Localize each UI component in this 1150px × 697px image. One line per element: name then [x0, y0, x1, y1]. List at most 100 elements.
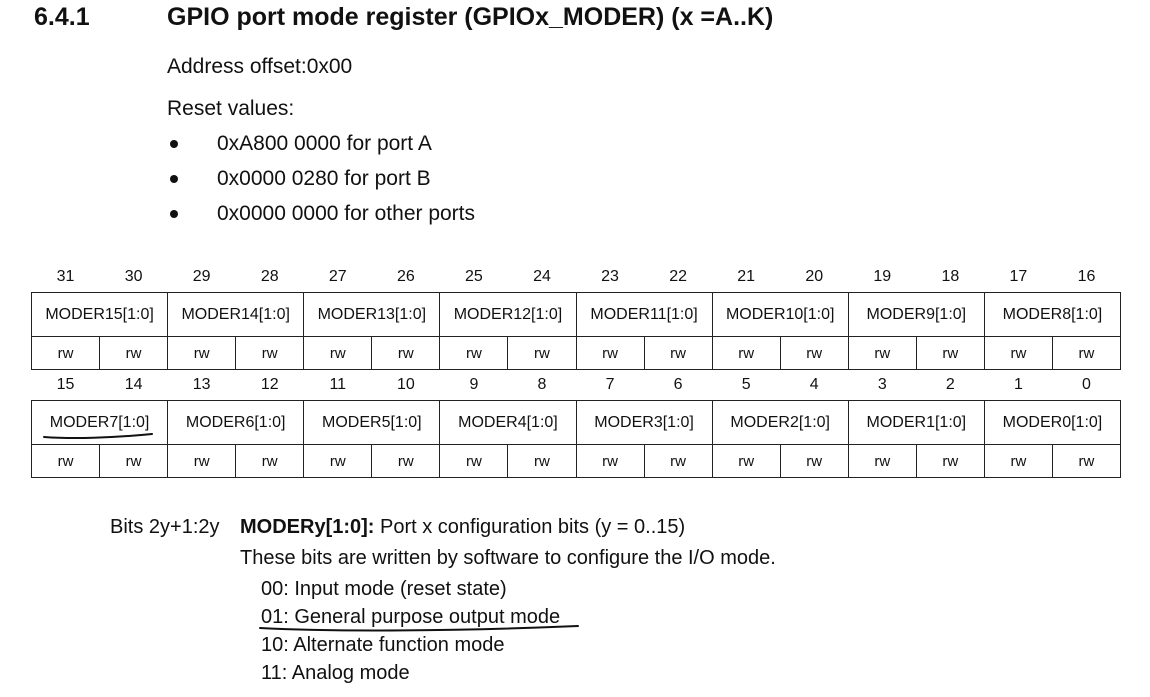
access-cell: rw: [507, 444, 577, 478]
bit-number: 31: [56, 268, 75, 285]
field-cell: MODER4[1:0]: [439, 400, 577, 445]
mode-option: 10: Alternate function mode: [261, 634, 505, 656]
access-cell: rw: [915, 444, 985, 478]
access-cell: rw: [167, 336, 237, 370]
access-row: rw rw rw rw rw rw rw rw rw rw rw rw rw r…: [30, 444, 1122, 478]
access-cell: rw: [99, 444, 169, 478]
access-cell: rw: [643, 336, 713, 370]
bit-number: 18: [941, 268, 960, 285]
section-number: 6.4.1: [34, 3, 90, 31]
access-cell: rw: [1051, 444, 1122, 478]
field-cell: MODER11[1:0]: [575, 292, 713, 337]
access-cell: rw: [235, 336, 305, 370]
bit-number-row: 15 14 13 12 11 10 9 8 7 6 5 4 3 2 1 0: [32, 370, 1121, 401]
bullet-icon: [170, 175, 178, 183]
reset-value-item: 0x0000 0280 for port B: [167, 167, 475, 202]
register-table-lower: 15 14 13 12 11 10 9 8 7 6 5 4 3 2 1 0 MO…: [30, 370, 1122, 478]
field-cell: MODER1[1:0]: [847, 400, 985, 445]
field-description: These bits are written by software to co…: [240, 547, 776, 569]
access-cell: rw: [575, 444, 645, 478]
bit-number: 22: [669, 268, 687, 285]
field-cell: MODER13[1:0]: [303, 292, 441, 337]
access-cell: rw: [439, 444, 509, 478]
access-cell: rw: [30, 336, 101, 370]
bit-number: 29: [192, 268, 211, 285]
access-cell: rw: [1051, 336, 1122, 370]
bit-number: 27: [328, 268, 347, 285]
bit-number: 30: [124, 268, 143, 285]
access-cell: rw: [371, 336, 441, 370]
access-cell: rw: [983, 336, 1053, 370]
access-cell: rw: [371, 444, 441, 478]
access-cell: rw: [575, 336, 645, 370]
bit-number: 16: [1077, 268, 1096, 285]
bit-number: 21: [737, 268, 756, 285]
bit-number: 24: [533, 268, 551, 285]
handwritten-underline-moder7: [43, 433, 153, 439]
reset-values-label: Reset values:: [167, 97, 295, 120]
field-heading: MODERy[1:0]: Port x configuration bits (…: [240, 516, 685, 539]
bit-number: 15: [56, 376, 75, 393]
bit-number: 8: [537, 376, 547, 393]
section-title: GPIO port mode register (GPIOx_MODER) (x…: [167, 3, 774, 31]
field-summary: Port x configuration bits (y = 0..15): [380, 516, 686, 538]
bit-number: 5: [741, 376, 751, 393]
bit-number: 28: [260, 268, 279, 285]
access-cell: rw: [779, 336, 849, 370]
field-row: MODER7[1:0] MODER6[1:0] MODER5[1:0] MODE…: [30, 400, 1122, 445]
address-offset: Address offset:0x00: [167, 55, 353, 78]
access-cell: rw: [847, 336, 917, 370]
bit-number: 12: [260, 376, 279, 393]
mode-option: 01: General purpose output mode: [261, 606, 561, 628]
bit-number: 17: [1009, 268, 1028, 285]
bit-number: 6: [673, 376, 683, 393]
bullet-icon: [170, 210, 178, 218]
field-cell: MODER12[1:0]: [439, 292, 577, 337]
bit-number: 4: [809, 376, 819, 393]
bit-number: 19: [873, 268, 892, 285]
mode-option: 11: Analog mode: [261, 662, 410, 684]
field-name: MODERy[1:0]:: [240, 516, 375, 538]
bit-number: 13: [192, 376, 211, 393]
bit-number: 9: [469, 376, 479, 393]
bit-number: 0: [1082, 376, 1091, 393]
access-cell: rw: [167, 444, 237, 478]
bit-number: 2: [945, 376, 955, 393]
bit-number: 11: [329, 376, 347, 393]
access-cell: rw: [779, 444, 849, 478]
bits-label: Bits 2y+1:2y: [110, 516, 220, 538]
bit-number: 3: [877, 376, 887, 393]
access-cell: rw: [507, 336, 577, 370]
reset-value-item: 0xA800 0000 for port A: [167, 132, 475, 167]
bit-number-row: 31 30 29 28 27 26 25 24 23 22 21 20 19 1…: [32, 262, 1121, 293]
field-cell: MODER5[1:0]: [303, 400, 441, 445]
field-cell: MODER15[1:0]: [30, 292, 169, 337]
access-cell: rw: [847, 444, 917, 478]
field-cell: MODER0[1:0]: [983, 400, 1122, 445]
bullet-icon: [170, 140, 178, 148]
access-cell: rw: [915, 336, 985, 370]
access-cell: rw: [99, 336, 169, 370]
bit-number: 14: [124, 376, 143, 393]
access-cell: rw: [30, 444, 101, 478]
field-cell: MODER2[1:0]: [711, 400, 849, 445]
bit-number: 10: [396, 376, 415, 393]
field-cell: MODER14[1:0]: [167, 292, 305, 337]
bit-number: 7: [605, 376, 615, 393]
field-cell: MODER3[1:0]: [575, 400, 713, 445]
field-cell: MODER8[1:0]: [983, 292, 1122, 337]
register-table-upper: 31 30 29 28 27 26 25 24 23 22 21 20 19 1…: [30, 262, 1122, 370]
access-cell: rw: [303, 336, 373, 370]
bit-number: 1: [1013, 376, 1023, 393]
field-cell: MODER9[1:0]: [847, 292, 985, 337]
access-cell: rw: [711, 444, 781, 478]
access-row: rw rw rw rw rw rw rw rw rw rw rw rw rw r…: [30, 336, 1122, 370]
reset-values-list: 0xA800 0000 for port A 0x0000 0280 for p…: [167, 132, 475, 237]
reset-value-item: 0x0000 0000 for other ports: [167, 202, 475, 237]
access-cell: rw: [643, 444, 713, 478]
access-cell: rw: [711, 336, 781, 370]
bit-number: 20: [805, 268, 824, 285]
field-cell: MODER10[1:0]: [711, 292, 849, 337]
handwritten-underline-output-mode: [259, 625, 579, 632]
access-cell: rw: [439, 336, 509, 370]
